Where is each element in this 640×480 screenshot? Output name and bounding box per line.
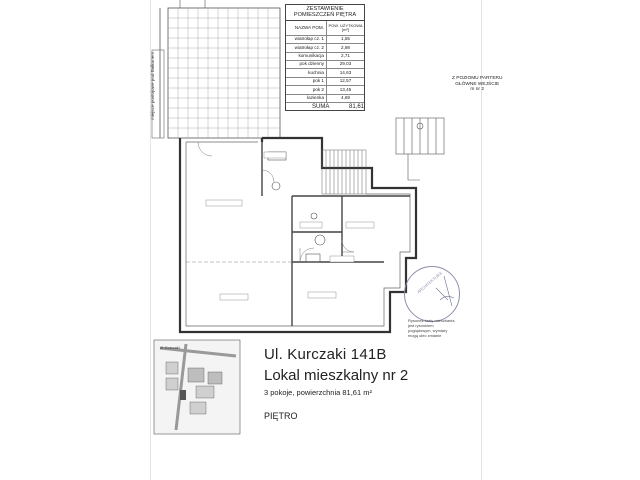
architect-stamp xyxy=(404,266,460,322)
room-area: 29,03 xyxy=(339,61,352,67)
floor-label: PIĘTRO xyxy=(264,411,298,421)
room-area-table: ZESTAWIENIE POMIESZCZEŃ PIĘTRA NAZWA POM… xyxy=(285,4,365,112)
room-area: 13,45 xyxy=(339,86,352,92)
room-area: 12,57 xyxy=(339,78,352,84)
table-row: łazienka 4,69 xyxy=(286,94,364,103)
room-name: łazienka xyxy=(286,94,327,102)
room-name: pok 2 xyxy=(286,86,327,94)
side-label: miejsce postojowe pod Balkonem xyxy=(150,51,155,120)
table-row: komunikacja 2,71 xyxy=(286,52,364,62)
table-row: kuchnia 14,63 xyxy=(286,69,364,78)
table-row: pok 2 13,45 xyxy=(286,86,364,95)
room-name: wiatrołap cz. 2 xyxy=(286,44,327,52)
room-name: komunikacja xyxy=(286,52,327,61)
unit-info: Ul. Kurczaki 141B Lokal mieszkalny nr 2 … xyxy=(264,346,408,421)
fixtures xyxy=(267,151,326,263)
disclaimer-note: Rysunek karty mieszkania jest rysunkiem … xyxy=(408,318,455,338)
room-area: 2,98 xyxy=(341,44,350,50)
sum-label: SUMA xyxy=(312,103,330,110)
room-area: 1,55 xyxy=(341,36,350,42)
entrance-stair xyxy=(395,117,445,181)
location-map xyxy=(153,339,241,435)
room-name: pok dzienny xyxy=(286,61,327,69)
room-name: kuchnia xyxy=(286,69,327,77)
table-row: pok dzienny 29,03 xyxy=(286,61,364,70)
col-name-header: NAZWA POM. xyxy=(286,20,327,35)
table-row: pok 1 12,57 xyxy=(286,77,364,87)
table-row: wiatrołap cz. 2 2,98 xyxy=(286,44,364,53)
room-area: 4,69 xyxy=(341,94,350,100)
map-street-label: ul. Kurczaki xyxy=(160,346,180,350)
sum-value: 81,61 xyxy=(348,103,364,110)
stairs xyxy=(321,149,367,195)
room-name: pok 1 xyxy=(286,77,327,86)
room-area: 2,71 xyxy=(341,53,350,59)
internal-walls xyxy=(186,142,410,326)
entrance-note: Z POZIOMU PARTERU GŁÓWNE WEJŚCIE m nr 2 xyxy=(452,76,503,93)
street-address: Ul. Kurczaki 141B xyxy=(264,346,387,363)
unit-description: 3 pokoje, powierzchnia 81,61 m² xyxy=(264,388,372,397)
outer-walls xyxy=(178,136,418,334)
table-row: wiatrołap cz. 1 1,55 xyxy=(286,35,364,45)
col-area-header: POW. UŻYTKOWA [m²] xyxy=(328,22,363,32)
door-swings xyxy=(197,141,355,263)
table-title: ZESTAWIENIE POMIESZCZEŃ PIĘTRA xyxy=(286,5,364,21)
table-sum-row: SUMA 81,61 xyxy=(286,103,364,110)
terrace-grid xyxy=(167,7,281,139)
table-header: NAZWA POM. POW. UŻYTKOWA [m²] xyxy=(286,20,364,36)
room-area: 14,63 xyxy=(339,69,352,75)
room-name: wiatrołap cz. 1 xyxy=(286,35,327,44)
unit-title: Lokal mieszkalny nr 2 xyxy=(264,367,409,384)
room-label-boxes xyxy=(205,151,375,301)
